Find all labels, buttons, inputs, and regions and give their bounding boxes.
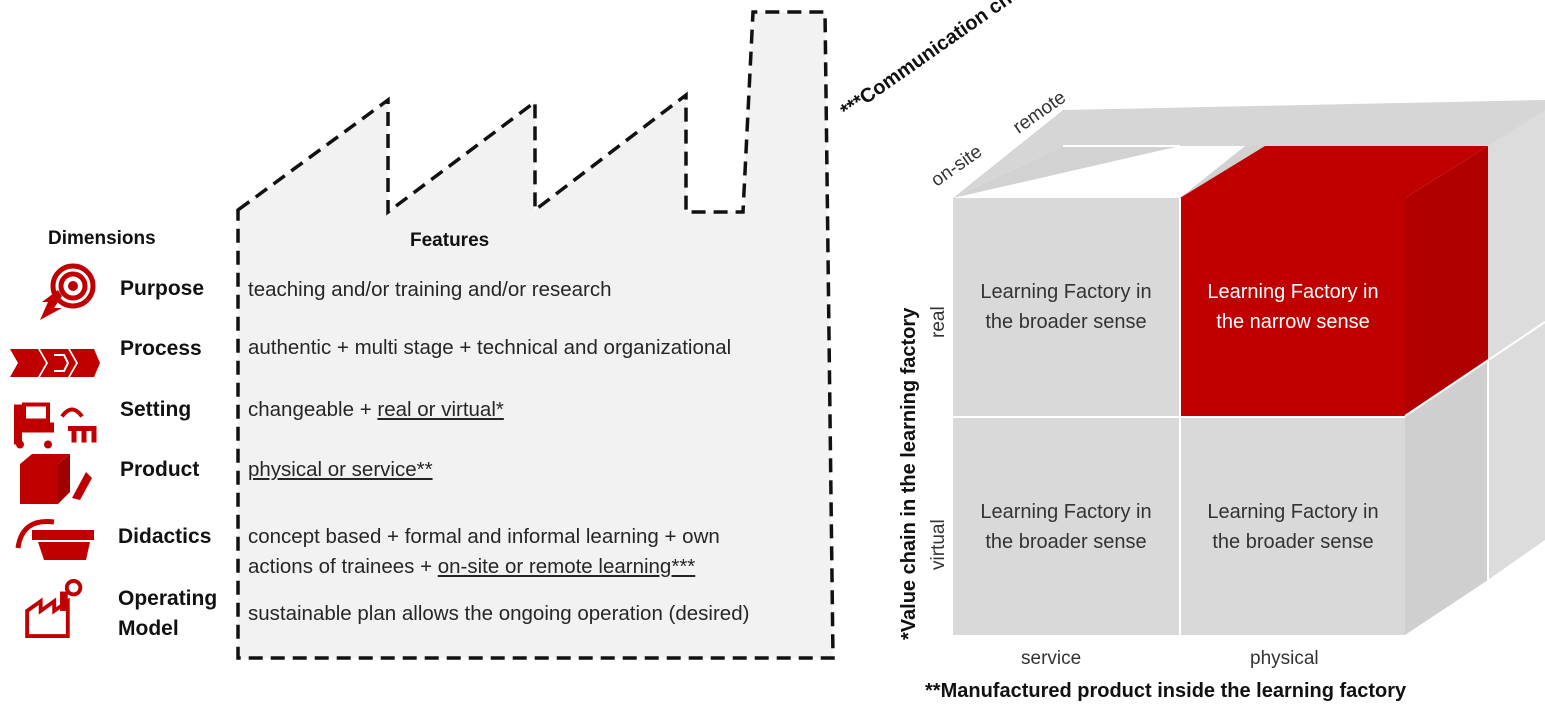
feature-purpose: teaching and/or training and/or research (248, 278, 612, 301)
features-header: Features (410, 230, 490, 251)
physical-label: physical (1250, 648, 1319, 669)
feature-operating-model: sustainable plan allows the ongoing oper… (248, 602, 750, 625)
dimension-setting: Setting (120, 398, 192, 421)
feature-didactics-line2-underlined: on-site or remote learning*** (437, 555, 696, 578)
cell-real-service (953, 198, 1179, 416)
feature-process: authentic + multi stage + technical and … (248, 336, 732, 359)
feature-product: physical or service** (248, 458, 433, 481)
cell-real-physical (1181, 198, 1405, 416)
factory-gear-icon (25, 578, 83, 638)
cell-virtual-physical (1181, 418, 1405, 635)
value-chain-label: *Value chain in the learning factory (898, 307, 920, 640)
cube-right-face (1405, 360, 1488, 635)
graduation-cap-icon (15, 519, 94, 560)
dimension-process: Process (120, 337, 202, 360)
cell-virtual-service (953, 418, 1179, 635)
dimension-didactics: Didactics (118, 525, 212, 548)
virtual-label: virtual (928, 519, 949, 570)
dimension-operating-line2: Model (118, 617, 179, 640)
dimension-operating-model: Operating Model (118, 584, 217, 644)
manufactured-product-label: **Manufactured product inside the learni… (925, 680, 1407, 702)
feature-setting-underlined: real or virtual* (377, 398, 504, 421)
feature-didactics-line2: actions of trainees + on-site or remote … (248, 552, 720, 582)
cube-far-right (1488, 110, 1545, 580)
feature-didactics-line1: concept based + formal and informal lear… (248, 525, 720, 548)
red-cube-top (1180, 146, 1488, 198)
dimension-product: Product (120, 458, 200, 481)
target-arrow-icon (40, 263, 96, 320)
cube-side-divider (1404, 321, 1545, 417)
feature-didactics-line2-plain: actions of trainees + (248, 555, 438, 578)
feature-setting: changeable + real or virtual* (248, 395, 504, 425)
package-icon (20, 454, 92, 504)
dimension-purpose: Purpose (120, 277, 205, 300)
feature-setting-plain: changeable + (248, 398, 378, 421)
feature-didactics: concept based + formal and informal lear… (248, 522, 720, 582)
real-label: real (928, 306, 949, 338)
process-chevrons-icon (10, 349, 100, 377)
dimension-operating-line1: Operating (118, 587, 218, 610)
dimensions-header: Dimensions (48, 228, 156, 249)
cube-top-back (953, 100, 1545, 198)
red-cube-side (1405, 146, 1488, 416)
service-label: service (1021, 648, 1082, 669)
workbench-icon (14, 402, 97, 449)
